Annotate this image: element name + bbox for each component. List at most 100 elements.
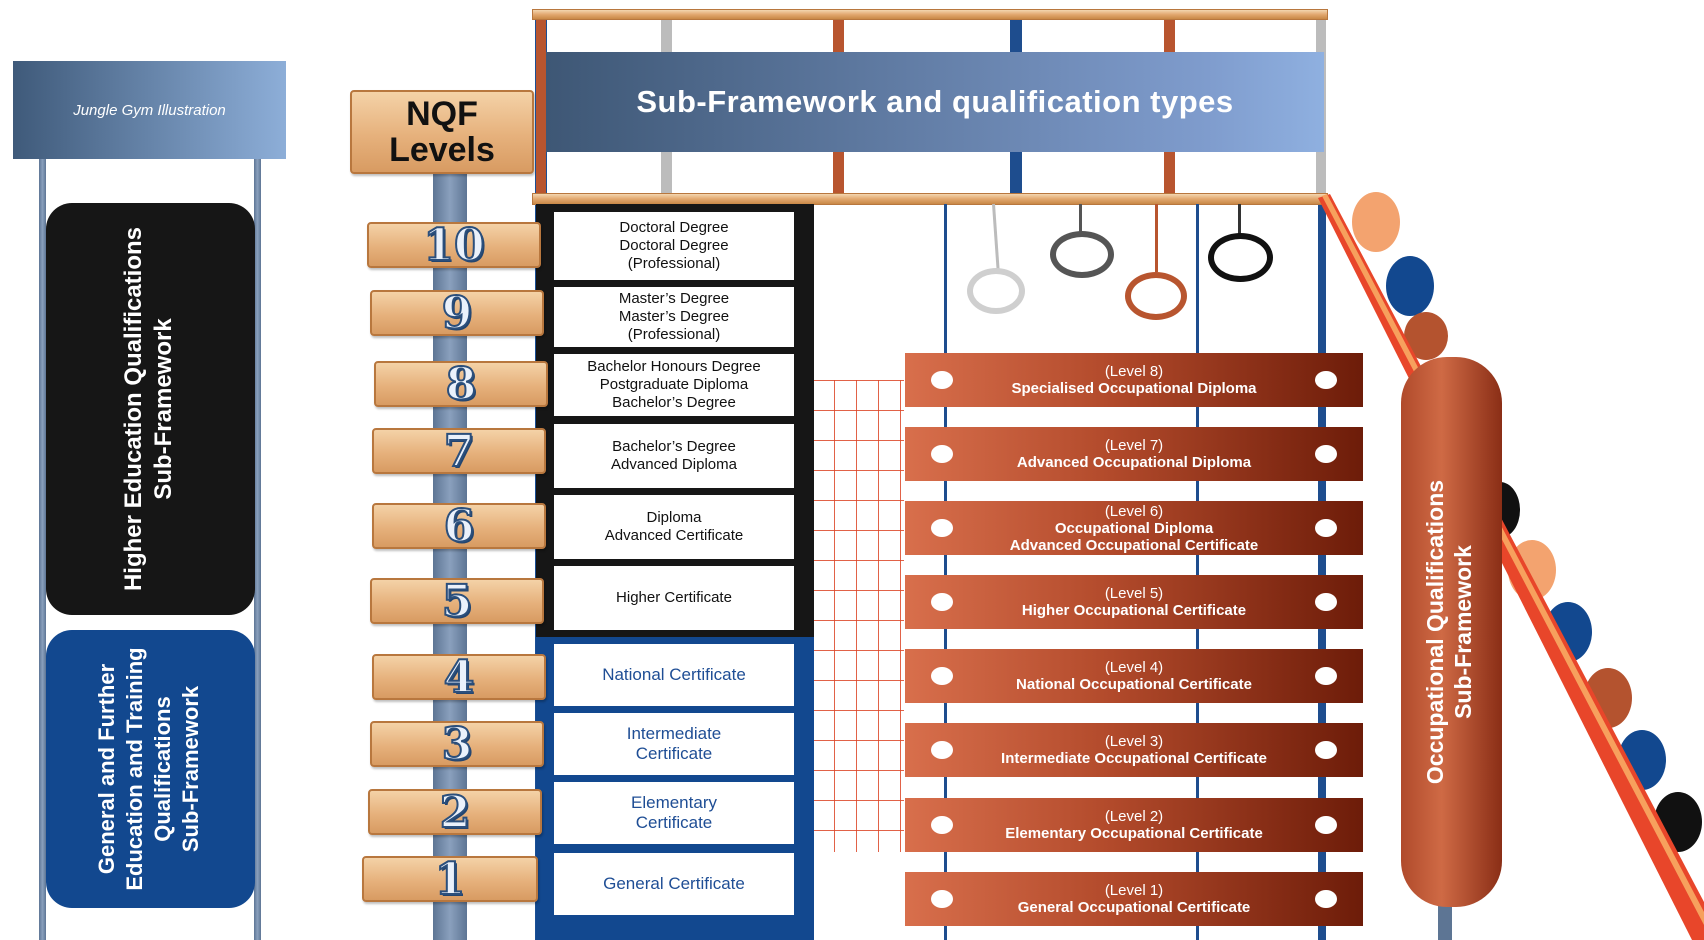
climbing-net: [812, 380, 904, 852]
occupational-pillar-post: [1438, 900, 1452, 940]
bolt-right: [1315, 816, 1337, 834]
gfet-line-4: Sub-Framework: [178, 685, 203, 853]
level-plank-9: 9: [370, 287, 544, 340]
he-line-1: Higher Education Qualifications: [120, 226, 147, 592]
slide-and-holds: [1318, 192, 1704, 940]
ring-2: [1050, 231, 1114, 278]
occ4-name-1: National Occupational Certificate: [1016, 676, 1252, 693]
level-plank-6: 6: [372, 500, 546, 553]
occupational-level-7: (Level 7) Advanced Occupational Diploma: [905, 427, 1363, 481]
q9-line-1: Master’s Degree: [618, 290, 730, 307]
climbing-hold: [1386, 256, 1434, 316]
subframework-banner: Sub-Framework and qualification types: [546, 52, 1324, 152]
frame-inner-line-1: [944, 204, 947, 940]
ring-rope-3: [1155, 204, 1158, 272]
slide-rail-highlight: [1322, 194, 1704, 925]
qualification-level-5: Higher Certificate: [554, 566, 794, 630]
occupational-subframework: Occupational Qualifications Sub-Framewor…: [1401, 357, 1502, 907]
bolt-right: [1315, 593, 1337, 611]
occ-pillar-line-1: Occupational Qualifications: [1422, 479, 1448, 785]
ring-3: [1125, 272, 1187, 320]
bolt-left: [931, 741, 953, 759]
bolt-right: [1315, 667, 1337, 685]
occ8-level: (Level 8): [1104, 363, 1164, 380]
q7-line-2: Advanced Diploma: [611, 456, 737, 473]
level-plank-2: 2: [368, 786, 542, 839]
q3-line-1: Intermediate: [626, 724, 722, 743]
level-plank-4: 4: [372, 651, 546, 704]
occ2-level: (Level 2): [1104, 808, 1164, 825]
occupational-label: Occupational Qualifications Sub-Framewor…: [1421, 357, 1481, 907]
qualification-level-4: National Certificate: [554, 644, 794, 706]
q8-line-1: Bachelor Honours Degree: [587, 358, 761, 375]
q2-line-2: Certificate: [635, 813, 713, 832]
q2-line-1: Elementary: [631, 793, 717, 812]
q5-line-1: Higher Certificate: [616, 589, 732, 606]
occ6-level: (Level 6): [1104, 502, 1164, 520]
occ8-name-1: Specialised Occupational Diploma: [1011, 380, 1257, 397]
frame-inner-line-2: [1196, 204, 1199, 940]
qualification-level-1: General Certificate: [554, 853, 794, 915]
bolt-left: [931, 371, 953, 389]
ring-rope-4: [1238, 204, 1241, 236]
bolt-right: [1315, 371, 1337, 389]
ring-rope-1: [992, 203, 1000, 270]
bolt-left: [931, 519, 953, 537]
occ6-name-2: Advanced Occupational Certificate: [1009, 536, 1259, 554]
occ5-name-1: Higher Occupational Certificate: [1021, 602, 1247, 619]
occ3-level: (Level 3): [1104, 733, 1164, 750]
frame-top-bar: [532, 9, 1328, 20]
occ1-level: (Level 1): [1104, 882, 1164, 899]
occ-pillar-line-2: Sub-Framework: [1450, 545, 1476, 719]
occupational-level-2: (Level 2) Elementary Occupational Certif…: [905, 798, 1363, 852]
q8-line-3: Bachelor’s Degree: [612, 394, 736, 411]
higher-education-subframework: Higher Education Qualifications Sub-Fram…: [46, 203, 255, 615]
occ6-name-1: Occupational Diploma: [1054, 519, 1214, 537]
gfet-subframework: General and Further Education and Traini…: [46, 630, 255, 908]
occupational-level-8: (Level 8) Specialised Occupational Diplo…: [905, 353, 1363, 407]
q9-line-3: (Professional): [627, 326, 721, 343]
climbing-hold: [1352, 192, 1400, 252]
q6-line-1: Diploma: [646, 509, 702, 526]
ring-rope-2: [1079, 204, 1082, 234]
occ4-level: (Level 4): [1104, 659, 1164, 676]
bolt-left: [931, 816, 953, 834]
q3-line-2: Certificate: [635, 744, 713, 763]
q1-line-1: General Certificate: [603, 874, 745, 893]
q10-line-3: (Professional): [627, 255, 721, 272]
q9-line-2: Master’s Degree: [618, 308, 730, 325]
occ7-level: (Level 7): [1104, 437, 1164, 454]
level-plank-8: 8: [374, 358, 548, 411]
level-plank-10: 10: [367, 219, 541, 272]
frame-bar-v1: [536, 14, 546, 204]
gfet-line-1: General and Further: [94, 663, 119, 875]
q10-line-2: Doctoral Degree: [619, 237, 729, 254]
occupational-level-4: (Level 4) National Occupational Certific…: [905, 649, 1363, 703]
ring-4: [1208, 233, 1273, 282]
q8-line-2: Postgraduate Diploma: [599, 376, 749, 393]
gfet-line-3: Qualifications: [150, 696, 175, 842]
bolt-left: [931, 667, 953, 685]
occupational-level-1: (Level 1) General Occupational Certifica…: [905, 872, 1363, 926]
legend-pole-right: [254, 159, 261, 940]
occ3-name-1: Intermediate Occupational Certificate: [1001, 750, 1267, 767]
q6-line-2: Advanced Certificate: [604, 527, 744, 544]
nqf-levels-title: NQF Levels: [350, 90, 534, 174]
he-line-2: Sub-Framework: [150, 318, 177, 500]
legend-pole-left: [39, 159, 46, 940]
bolt-right: [1315, 445, 1337, 463]
bolt-left: [931, 890, 953, 908]
level-plank-7: 7: [372, 425, 546, 478]
higher-education-label: Higher Education Qualifications Sub-Fram…: [119, 203, 183, 615]
ring-1: [967, 268, 1025, 314]
bolt-left: [931, 445, 953, 463]
q7-line-1: Bachelor’s Degree: [612, 438, 736, 455]
occupational-level-6: (Level 6) Occupational Diploma Advanced …: [905, 501, 1363, 555]
q10-line-1: Doctoral Degree: [619, 219, 729, 236]
